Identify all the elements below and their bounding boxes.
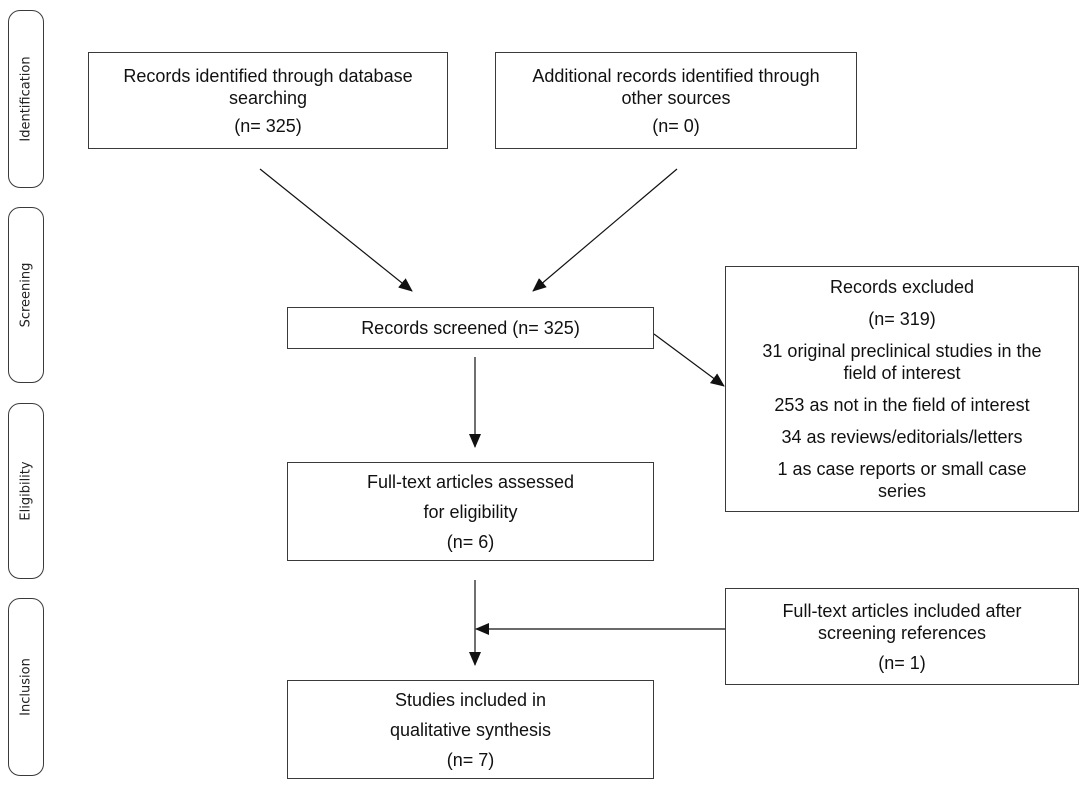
excluded-item1-line1: 31 original preclinical studies in the [762,341,1042,361]
excluded-item3: 34 as reviews/editorials/letters [781,427,1023,447]
studies-line1: Studies included in [394,689,547,710]
stage-screening: Screening [8,207,44,383]
fulltext-count: (n= 6) [446,531,495,552]
other-sources-line1: Additional records identified through [532,65,820,86]
excluded-item1-line2: field of interest [843,363,961,383]
stage-identification: Identification [8,10,44,188]
arrow-database-to-screened [259,168,413,292]
database-line2: searching [228,87,308,108]
included-refs-count: (n= 1) [878,652,926,673]
excluded-item4-line1: 1 as case reports or small case [777,459,1027,479]
included-refs-line1: Full-text articles included after [782,600,1022,621]
stage-inclusion: Inclusion [8,598,44,776]
box-fulltext-assessed: Full-text articles assessed for eligibil… [287,462,654,561]
excluded-title: Records excluded [829,277,975,297]
other-sources-line2: other sources [621,87,731,108]
fulltext-line1: Full-text articles assessed [366,471,575,492]
arrow-screened-to-excluded [653,333,725,387]
excluded-item2: 253 as not in the field of interest [774,395,1030,415]
studies-line2: qualitative synthesis [389,719,552,740]
studies-count: (n= 7) [446,749,495,770]
database-line1: Records identified through database [123,65,413,86]
excluded-item4-line2: series [877,481,926,501]
fulltext-line2: for eligibility [423,501,518,522]
box-other-sources: Additional records identified through ot… [495,52,857,149]
box-studies-included: Studies included in qualitative synthesi… [287,680,654,779]
stage-eligibility: Eligibility [8,403,44,579]
database-count: (n= 325) [234,115,302,136]
other-sources-count: (n= 0) [652,115,700,136]
box-records-excluded: Records excluded (n= 319) 31 original pr… [725,266,1079,512]
included-refs-line2: screening references [817,622,987,643]
excluded-count: (n= 319) [868,309,936,329]
box-included-after-references: Full-text articles included after screen… [725,588,1079,685]
box-records-screened: Records screened (n= 325) [287,307,654,349]
box-database-records: Records identified through database sear… [88,52,448,149]
screened-text: Records screened (n= 325) [361,318,580,338]
arrow-other-to-screened [532,168,678,292]
